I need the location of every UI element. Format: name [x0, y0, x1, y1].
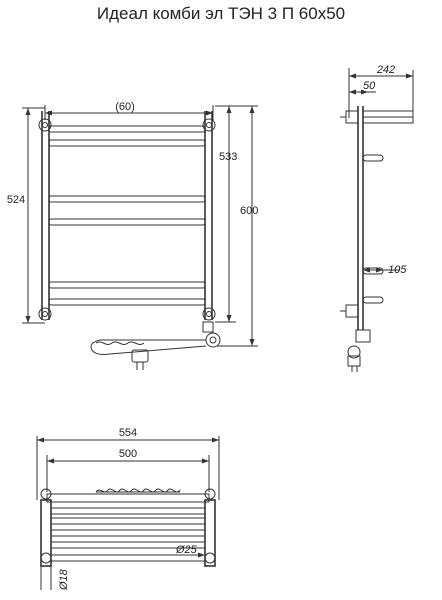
top-view: 554 500 Ø25 Ø18 — [36, 427, 220, 591]
dim-outer-width: 554 — [119, 427, 137, 439]
dim-height-total: 600 — [240, 205, 258, 217]
dim-inner-width: 500 — [119, 448, 137, 460]
front-view: (60) 524 533 600 — [7, 101, 258, 370]
dim-shelf-offset: 105 — [388, 264, 407, 276]
dim-depth-total: 242 — [376, 64, 395, 76]
dim-height-left: 524 — [7, 194, 25, 206]
side-view: 242 50 105 — [340, 64, 414, 372]
dim-pipe-diameter: Ø25 — [175, 544, 198, 556]
dim-mount-diameter: Ø18 — [58, 568, 70, 591]
dim-width-label: (60) — [115, 101, 135, 113]
drawing-title: Идеал комби эл ТЭН 3 П 60х50 — [96, 4, 346, 23]
dim-wall-offset: 50 — [363, 80, 376, 92]
dim-height-inner: 533 — [219, 151, 237, 163]
